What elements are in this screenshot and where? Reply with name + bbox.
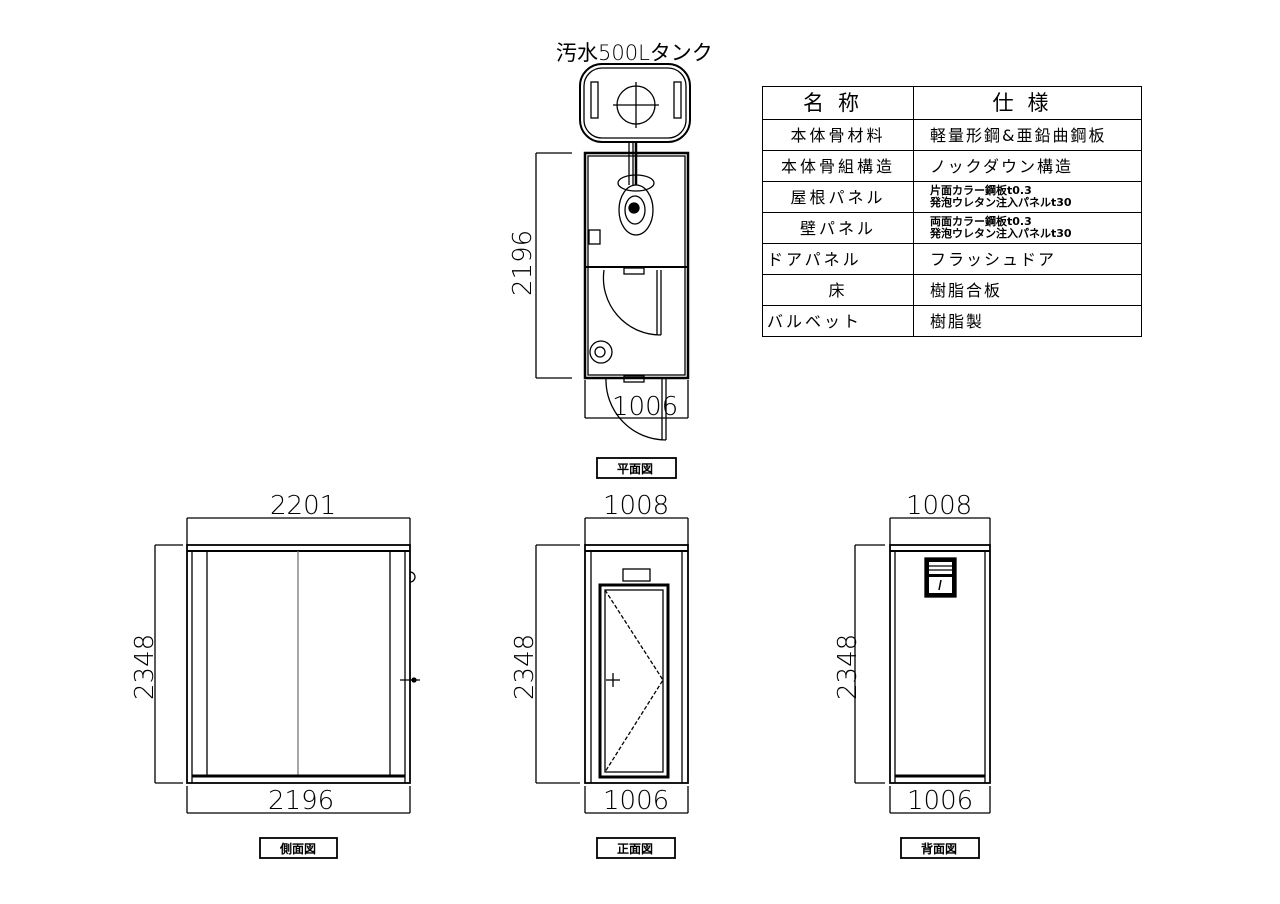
plan-width-dim: 1006 [612, 392, 678, 422]
row-name: 本体骨材料 [762, 119, 914, 151]
header-spec: 仕様 [913, 86, 1142, 120]
table-row: バルベット樹脂製 [762, 305, 1142, 337]
plan-caption: 平面図 [617, 462, 653, 476]
table-row: 本体骨材料軽量形鋼&亜鉛曲鋼板 [762, 119, 1142, 151]
front-caption: 正面図 [617, 842, 653, 856]
row-spec: 軽量形鋼&亜鉛曲鋼板 [913, 119, 1142, 151]
front-body [584, 544, 689, 784]
sink-icon [589, 340, 613, 364]
back-view: 1008 2348 1006 背面図 [833, 491, 991, 859]
row-spec: 樹脂製 [913, 305, 1142, 337]
plan-depth-dim: 2196 [508, 230, 538, 296]
front-view: 1008 2348 1006 正面図 [510, 491, 689, 859]
row-spec: フラッシュドア [913, 243, 1142, 275]
header-name: 名称 [762, 86, 914, 120]
side-bottom-dim: 2196 [268, 786, 334, 816]
toilet-icon [617, 174, 655, 192]
spec-line-1: 両面カラー鋼板t0.3 [930, 215, 1032, 228]
front-door [598, 583, 670, 779]
row-name: 壁パネル [762, 212, 914, 244]
back-caption: 背面図 [921, 841, 957, 856]
tank-label: 汚水500Lタンク [556, 41, 713, 65]
table-row: 本体骨組構造ノックダウン構造 [762, 150, 1142, 182]
row-name: 屋根パネル [762, 181, 914, 213]
spec-line-2: 発泡ウレタン注入パネルt30 [930, 196, 1072, 209]
side-top-dim: 2201 [270, 491, 336, 521]
row-name: バルベット [762, 305, 914, 337]
back-top-dim: 1008 [906, 491, 972, 521]
side-caption: 側面図 [279, 841, 316, 856]
front-bottom-dim: 1006 [603, 786, 669, 816]
back-body [889, 544, 991, 784]
spec-line-2: 発泡ウレタン注入パネルt30 [930, 227, 1072, 240]
back-height-dim: 2348 [833, 634, 863, 700]
back-caption-box [900, 837, 980, 859]
table-row: 床樹脂合板 [762, 274, 1142, 306]
side-view: 2201 2348 2196 側面図 [130, 491, 420, 859]
front-top-dim: 1008 [603, 491, 669, 521]
row-spec: 樹脂合板 [913, 274, 1142, 306]
side-height-dim: 2348 [130, 634, 160, 700]
spec-line-1: 片面カラー鋼板t0.3 [930, 184, 1032, 197]
plan-caption-box [596, 457, 677, 479]
plan-body [583, 151, 690, 380]
row-name: 床 [762, 274, 914, 306]
side-caption-box [259, 837, 338, 859]
row-name: ドアパネル [762, 243, 914, 275]
back-bottom-dim: 1006 [907, 786, 973, 816]
spec-table: 名称 仕様 本体骨材料軽量形鋼&亜鉛曲鋼板 本体骨組構造ノックダウン構造 屋根パ… [762, 86, 1142, 337]
vent-icon [622, 568, 651, 582]
row-spec: ノックダウン構造 [913, 150, 1142, 182]
row-name: 本体骨組構造 [762, 150, 914, 182]
plan-view: 汚水500Lタンク 2196 1006 平面図 [508, 41, 713, 479]
table-row: ドアパネルフラッシュドア [762, 243, 1142, 275]
front-caption-box [596, 837, 676, 859]
side-body [186, 544, 411, 784]
front-height-dim: 2348 [510, 634, 540, 700]
spec-header-row: 名称 仕様 [762, 86, 1142, 120]
